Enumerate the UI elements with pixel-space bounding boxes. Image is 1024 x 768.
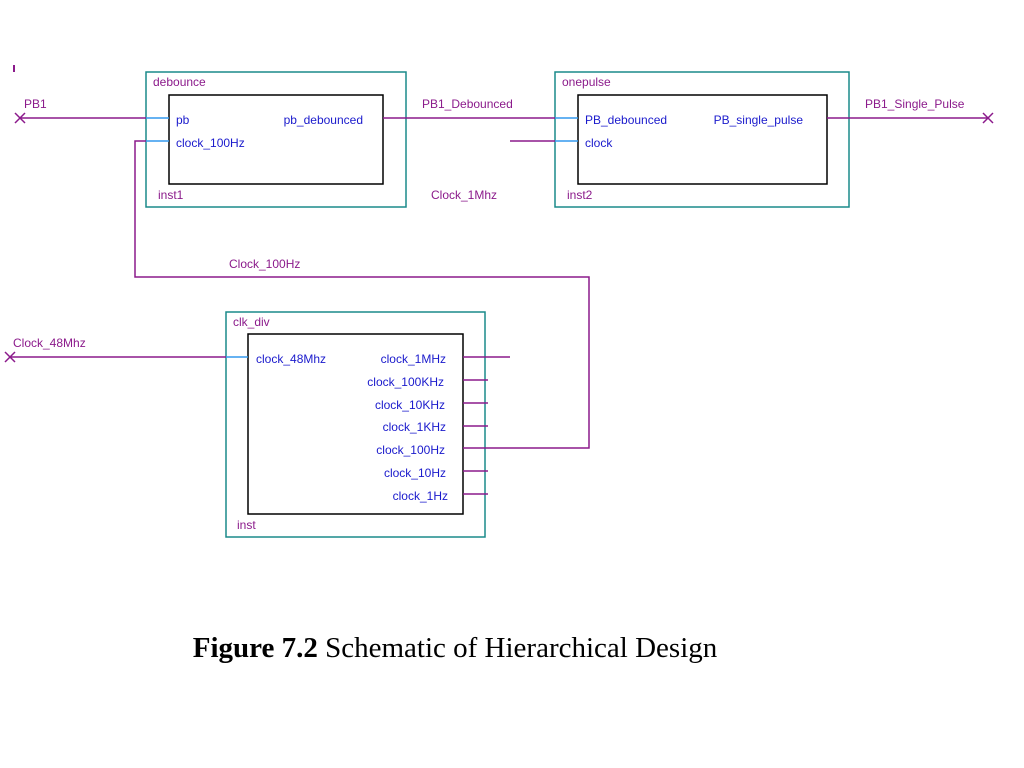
onepulse-instance-name: inst2 [567,188,593,202]
pb1-terminator [14,112,26,124]
net-label-pb1-single-pulse: PB1_Single_Pulse [865,97,965,111]
net-label-clock-100hz: Clock_100Hz [229,257,301,271]
debounce-block-name: debounce [153,75,206,89]
debounce-port-clock-100hz: clock_100Hz [176,136,245,150]
onepulse-port-pb-single-pulse: PB_single_pulse [713,113,803,127]
cursor-marker [13,65,15,72]
clk-div-port-clock-1hz: clock_1Hz [392,489,448,503]
clock-48mhz-terminator [4,351,16,363]
pb1-single-pulse-terminator [982,112,994,124]
clk-div-port-clock-10hz: clock_10Hz [383,466,446,480]
clk-div-instance-name: inst [237,518,256,532]
clk-div-port-clock-100hz: clock_100Hz [376,443,445,457]
debounce-port-pb: pb [176,113,190,127]
clk-div-block-name: clk_div [233,315,270,329]
net-label-clock-48mhz: Clock_48Mhz [13,336,86,350]
clk-div-port-clock-48mhz: clock_48Mhz [256,352,327,366]
clk-div-port-clock-1mhz: clock_1MHz [380,352,446,366]
clk-div-outer-box [225,311,486,538]
clk-div-symbol-box [247,333,464,515]
clock-100hz-wire [134,140,590,449]
clk-div-port-clock-1khz: clock_1KHz [382,420,446,434]
figure-caption-label: Figure 7.2 [192,632,318,664]
clk-div-port-clock-100khz: clock_100KHz [367,375,444,389]
debounce-port-pb-debounced: pb_debounced [283,113,363,127]
debounce-symbol-box [168,94,384,185]
net-label-pb1: PB1 [24,97,47,111]
net-label-clock-1mhz: Clock_1Mhz [431,188,498,202]
onepulse-port-clock: clock [585,136,613,150]
debounce-instance-name: inst1 [158,188,184,202]
debounce-outer-box [145,71,407,208]
figure-caption: Figure 7.2 Schematic of Hierarchical Des… [0,632,910,665]
net-label-pb1-debounced: PB1_Debounced [422,97,513,111]
onepulse-block-name: onepulse [562,75,611,89]
onepulse-port-pb-debounced: PB_debounced [585,113,668,127]
clk-div-port-clock-10khz: clock_10KHz [374,398,445,412]
figure-caption-text: Schematic of Hierarchical Design [325,632,718,664]
onepulse-outer-box [554,71,850,208]
onepulse-symbol-box [577,94,828,185]
